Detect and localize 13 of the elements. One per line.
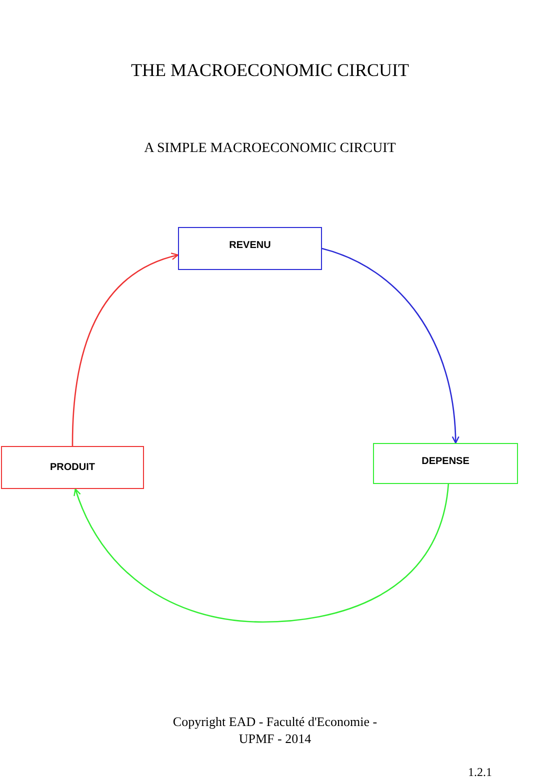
page-number: 1.2.1: [467, 765, 493, 780]
arrow: [74, 484, 450, 623]
box-label: DEPENSE: [422, 456, 470, 467]
copyright-note: Copyright EAD - Faculté d'Economie - UPMF - 2014: [172, 714, 378, 748]
title: THE MACROECONOMIC CIRCUIT: [130, 60, 410, 81]
box-label: REVENU: [229, 240, 271, 251]
process-box: [1, 446, 144, 489]
process-box: [178, 227, 322, 270]
arrow: [322, 248, 460, 444]
process-box: [373, 443, 518, 484]
subtitle: A SIMPLE MACROECONOMIC CIRCUIT: [143, 140, 397, 158]
arrow: [72, 253, 179, 446]
box-label: PRODUIT: [50, 462, 95, 473]
